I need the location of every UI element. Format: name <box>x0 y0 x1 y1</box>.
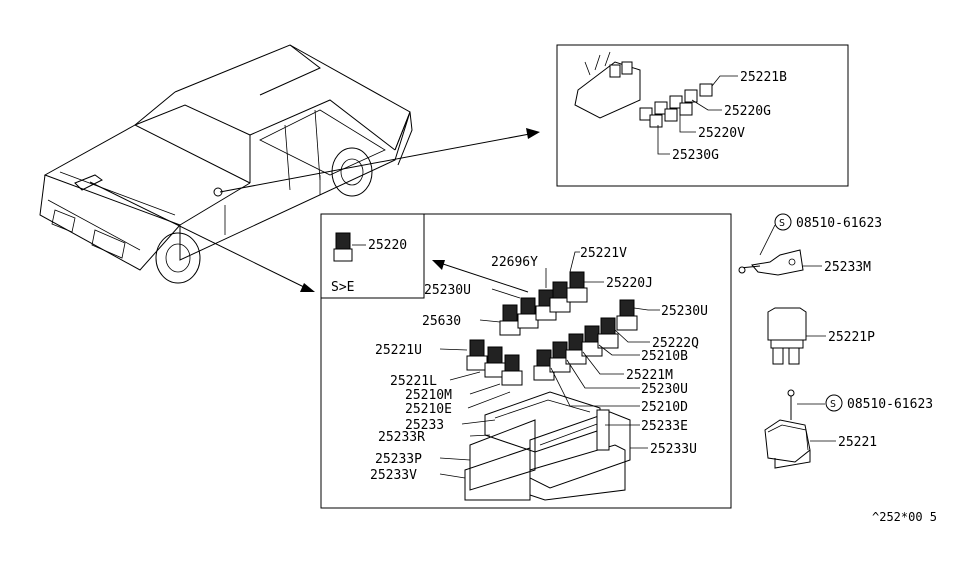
label-25233E: 25233E <box>641 419 688 434</box>
label-25220V: 25220V <box>698 126 745 141</box>
label-25230G: 25230G <box>672 148 719 163</box>
pointer-arrows <box>89 128 540 293</box>
label-25221U: 25221U <box>375 343 422 358</box>
s-circle-icon-2 <box>825 394 843 412</box>
car-illustration <box>39 44 413 284</box>
label-25220G: 25220G <box>724 104 771 119</box>
label-22696Y: 22696Y <box>491 255 538 270</box>
label-25233M: 25233M <box>824 260 871 275</box>
bolt2-code: 08510-61623 <box>847 397 933 412</box>
label-25221: 25221 <box>838 435 877 450</box>
label-25210B: 25210B <box>641 349 688 364</box>
se-part-label: 25220 <box>368 238 407 253</box>
relay-box <box>464 391 631 501</box>
bolt2-symbol: S <box>830 399 836 410</box>
relay-row-upper <box>499 271 638 336</box>
label-25233R: 25233R <box>378 430 425 445</box>
label-25233V: 25233V <box>370 468 417 483</box>
relay-row-middle <box>466 317 619 386</box>
label-25233U: 25233U <box>650 442 697 457</box>
label-25230U-c: 25230U <box>424 283 471 298</box>
label-25222Q: 25222Q <box>652 336 699 351</box>
label-25233P: 25233P <box>375 452 422 467</box>
label-25630: 25630 <box>422 314 461 329</box>
label-25230U-a: 25230U <box>661 304 708 319</box>
top-inset: 25221B 25220G 25220V 25230G <box>556 44 849 187</box>
label-25221P: 25221P <box>828 330 875 345</box>
label-25221M: 25221M <box>626 368 673 383</box>
label-25220J: 25220J <box>606 276 653 291</box>
leaders-right <box>550 251 660 449</box>
leaders-left <box>439 268 547 479</box>
s-circle-icon <box>774 213 792 231</box>
label-25233: 25233 <box>405 418 444 433</box>
se-note: S>E <box>331 280 354 295</box>
label-25221V: 25221V <box>580 246 627 261</box>
label-25210E: 25210E <box>405 402 452 417</box>
bolt1-symbol: S <box>779 218 785 229</box>
footer-code: ^252*00 5 <box>872 510 937 524</box>
side-parts: S 08510-61623 25233M 25221P S 08510-6162… <box>738 213 933 469</box>
label-25221L: 25221L <box>390 374 437 389</box>
main-inset: 25220 S>E <box>320 213 732 509</box>
label-25221B: 25221B <box>740 70 787 85</box>
label-25210D: 25210D <box>641 400 688 415</box>
label-25210M: 25210M <box>405 388 452 403</box>
bolt1-code: 08510-61623 <box>796 216 882 231</box>
label-25230U-b: 25230U <box>641 382 688 397</box>
